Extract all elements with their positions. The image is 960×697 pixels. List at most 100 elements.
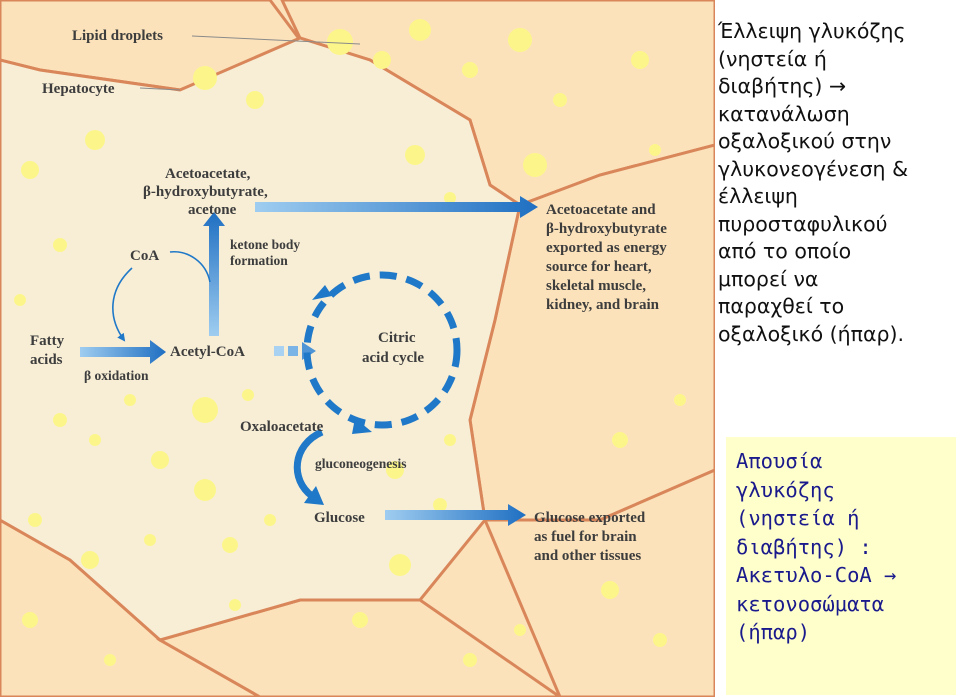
explanation-line: έλλειψη (718, 184, 798, 208)
oxaloacetate-label: Oxaloacetate (240, 419, 324, 435)
lipid-droplet (352, 612, 368, 628)
lipid-droplet (631, 51, 649, 69)
summary-line: Ακετυλο-CoA → (736, 563, 897, 587)
coa-arrow (112, 267, 133, 342)
ketone-body-formation-line: formation (230, 253, 288, 268)
lipid-droplet (53, 238, 67, 252)
ketone-export-line: kidney, and brain (546, 297, 660, 313)
summary-line: γλυκόζης (736, 477, 835, 502)
lipid-droplet (124, 394, 136, 406)
explanation-text: Έλλειψη γλυκόζης (νηστεία ή διαβήτης) → … (718, 18, 958, 348)
explanation-line: διαβήτης) → (718, 74, 847, 98)
coa-ketone-arrow (169, 251, 211, 283)
lipid-droplet (104, 654, 116, 666)
ketone-export-line: Acetoacetate and (546, 202, 656, 218)
fatty-acids-line: acids (30, 352, 63, 368)
lipid-droplet (409, 19, 431, 41)
lipid-droplet (14, 294, 26, 306)
beta-oxidation-arrow (80, 340, 166, 364)
ketone-body-formation-label: ketone body formation (230, 237, 300, 268)
acetyl-coa-label: Acetyl-CoA (170, 344, 245, 360)
lipid-droplet (193, 66, 217, 90)
hepatocyte-diagram: Lipid droplets Hepatocyte Acetoacetate, … (0, 0, 715, 697)
lipid-droplet (81, 551, 99, 569)
fatty-acids-label: Fatty acids (30, 333, 65, 368)
ketone-products-line: Acetoacetate, (165, 166, 251, 182)
beta-oxidation-label: β oxidation (84, 368, 149, 383)
explanation-line: (νηστεία ή (718, 46, 827, 71)
lipid-droplet (264, 514, 276, 526)
lipid-droplet (553, 93, 567, 107)
lipid-droplet (405, 145, 425, 165)
lipid-droplet (514, 624, 526, 636)
lipid-droplet (151, 451, 169, 469)
lipid-droplet (649, 144, 661, 156)
lipid-droplet (85, 130, 105, 150)
lipid-droplets-label: Lipid droplets (72, 28, 163, 44)
lipid-droplet (21, 161, 39, 179)
lipid-droplet (144, 534, 156, 546)
lipid-droplet (612, 432, 628, 448)
glucose-export-label: Glucose exported as fuel for brain and o… (534, 510, 646, 564)
lipid-droplet (653, 633, 667, 647)
glucose-export-arrow (385, 504, 526, 526)
explanation-line: από το οποίο (718, 239, 852, 263)
lipid-droplet (192, 397, 218, 423)
summary-line: (ήπαρ) (736, 620, 811, 644)
explanation-line: πυροσταφυλικού (718, 211, 888, 236)
explanation-line: Έλλειψη γλυκόζης (718, 19, 906, 43)
gluconeogenesis-label: gluconeogenesis (315, 456, 407, 471)
lipid-droplets (14, 19, 686, 667)
lipid-droplet (433, 498, 447, 512)
lipid-droplet (601, 581, 619, 599)
hepatocyte-pointer (139, 87, 181, 91)
lipid-droplet (523, 153, 547, 177)
ketone-export-label: Acetoacetate and β-hydroxybutyrate expor… (546, 202, 667, 313)
lipid-droplet (444, 434, 456, 446)
ketone-export-arrow (255, 196, 538, 218)
citric-cycle-arrowhead (352, 418, 372, 434)
glucose-export-line: as fuel for brain (534, 529, 637, 545)
lipid-droplet (508, 28, 532, 52)
lipid-droplet (444, 192, 456, 204)
lipid-droplet (389, 554, 411, 576)
ketone-export-line: β-hydroxybutyrate (546, 221, 667, 237)
lipid-droplet (53, 413, 67, 427)
citric-acid-cycle-line: Citric (378, 330, 416, 346)
lipid-droplet (28, 513, 42, 527)
citric-acid-cycle-label: Citric acid cycle (362, 330, 424, 366)
lipid-droplet (222, 537, 238, 553)
ketone-products-line: acetone (188, 202, 237, 218)
summary-line: διαβήτης) : (736, 534, 872, 559)
summary-line: κετονοσώματα (736, 591, 885, 616)
ketone-products-label: Acetoacetate, β-hydroxybutyrate, acetone (143, 166, 268, 218)
lipid-droplet (22, 612, 38, 628)
citric-acid-cycle-line: acid cycle (362, 350, 424, 366)
hepatocyte-cell (0, 36, 522, 642)
lipid-droplet (463, 653, 477, 667)
ketone-products-line: β-hydroxybutyrate, (143, 184, 268, 200)
citric-acid-cycle-ring (303, 271, 461, 429)
lipid-droplets-pointer (191, 35, 361, 45)
lipid-droplet (386, 461, 404, 479)
lipid-droplet (229, 599, 241, 611)
summary-box: Απουσία γλυκόζης (νηστεία ή διαβήτης) : … (726, 437, 956, 695)
explanation-line: κατανάλωση (718, 101, 850, 126)
lipid-droplet (373, 51, 391, 69)
summary-line: (νηστεία ή (736, 506, 860, 530)
lipid-droplet (462, 62, 478, 78)
explanation-line: γλυκονεογένεση & (718, 156, 909, 181)
citric-cycle-arrowhead (312, 285, 332, 300)
glucose-label: Glucose (314, 510, 365, 526)
lipid-droplet (89, 434, 101, 446)
lipid-droplet (327, 29, 353, 55)
coa-label: CoA (130, 248, 159, 264)
lipid-droplet (242, 389, 254, 401)
lipid-droplet (194, 479, 216, 501)
gluconeogenesis-arrowhead (304, 486, 324, 505)
glucose-export-line: Glucose exported (534, 510, 646, 526)
summary-line: Απουσία (736, 449, 823, 473)
hepatocyte-label: Hepatocyte (42, 81, 115, 97)
ketone-formation-arrow (203, 212, 225, 336)
ketone-export-line: exported as energy (546, 240, 667, 256)
